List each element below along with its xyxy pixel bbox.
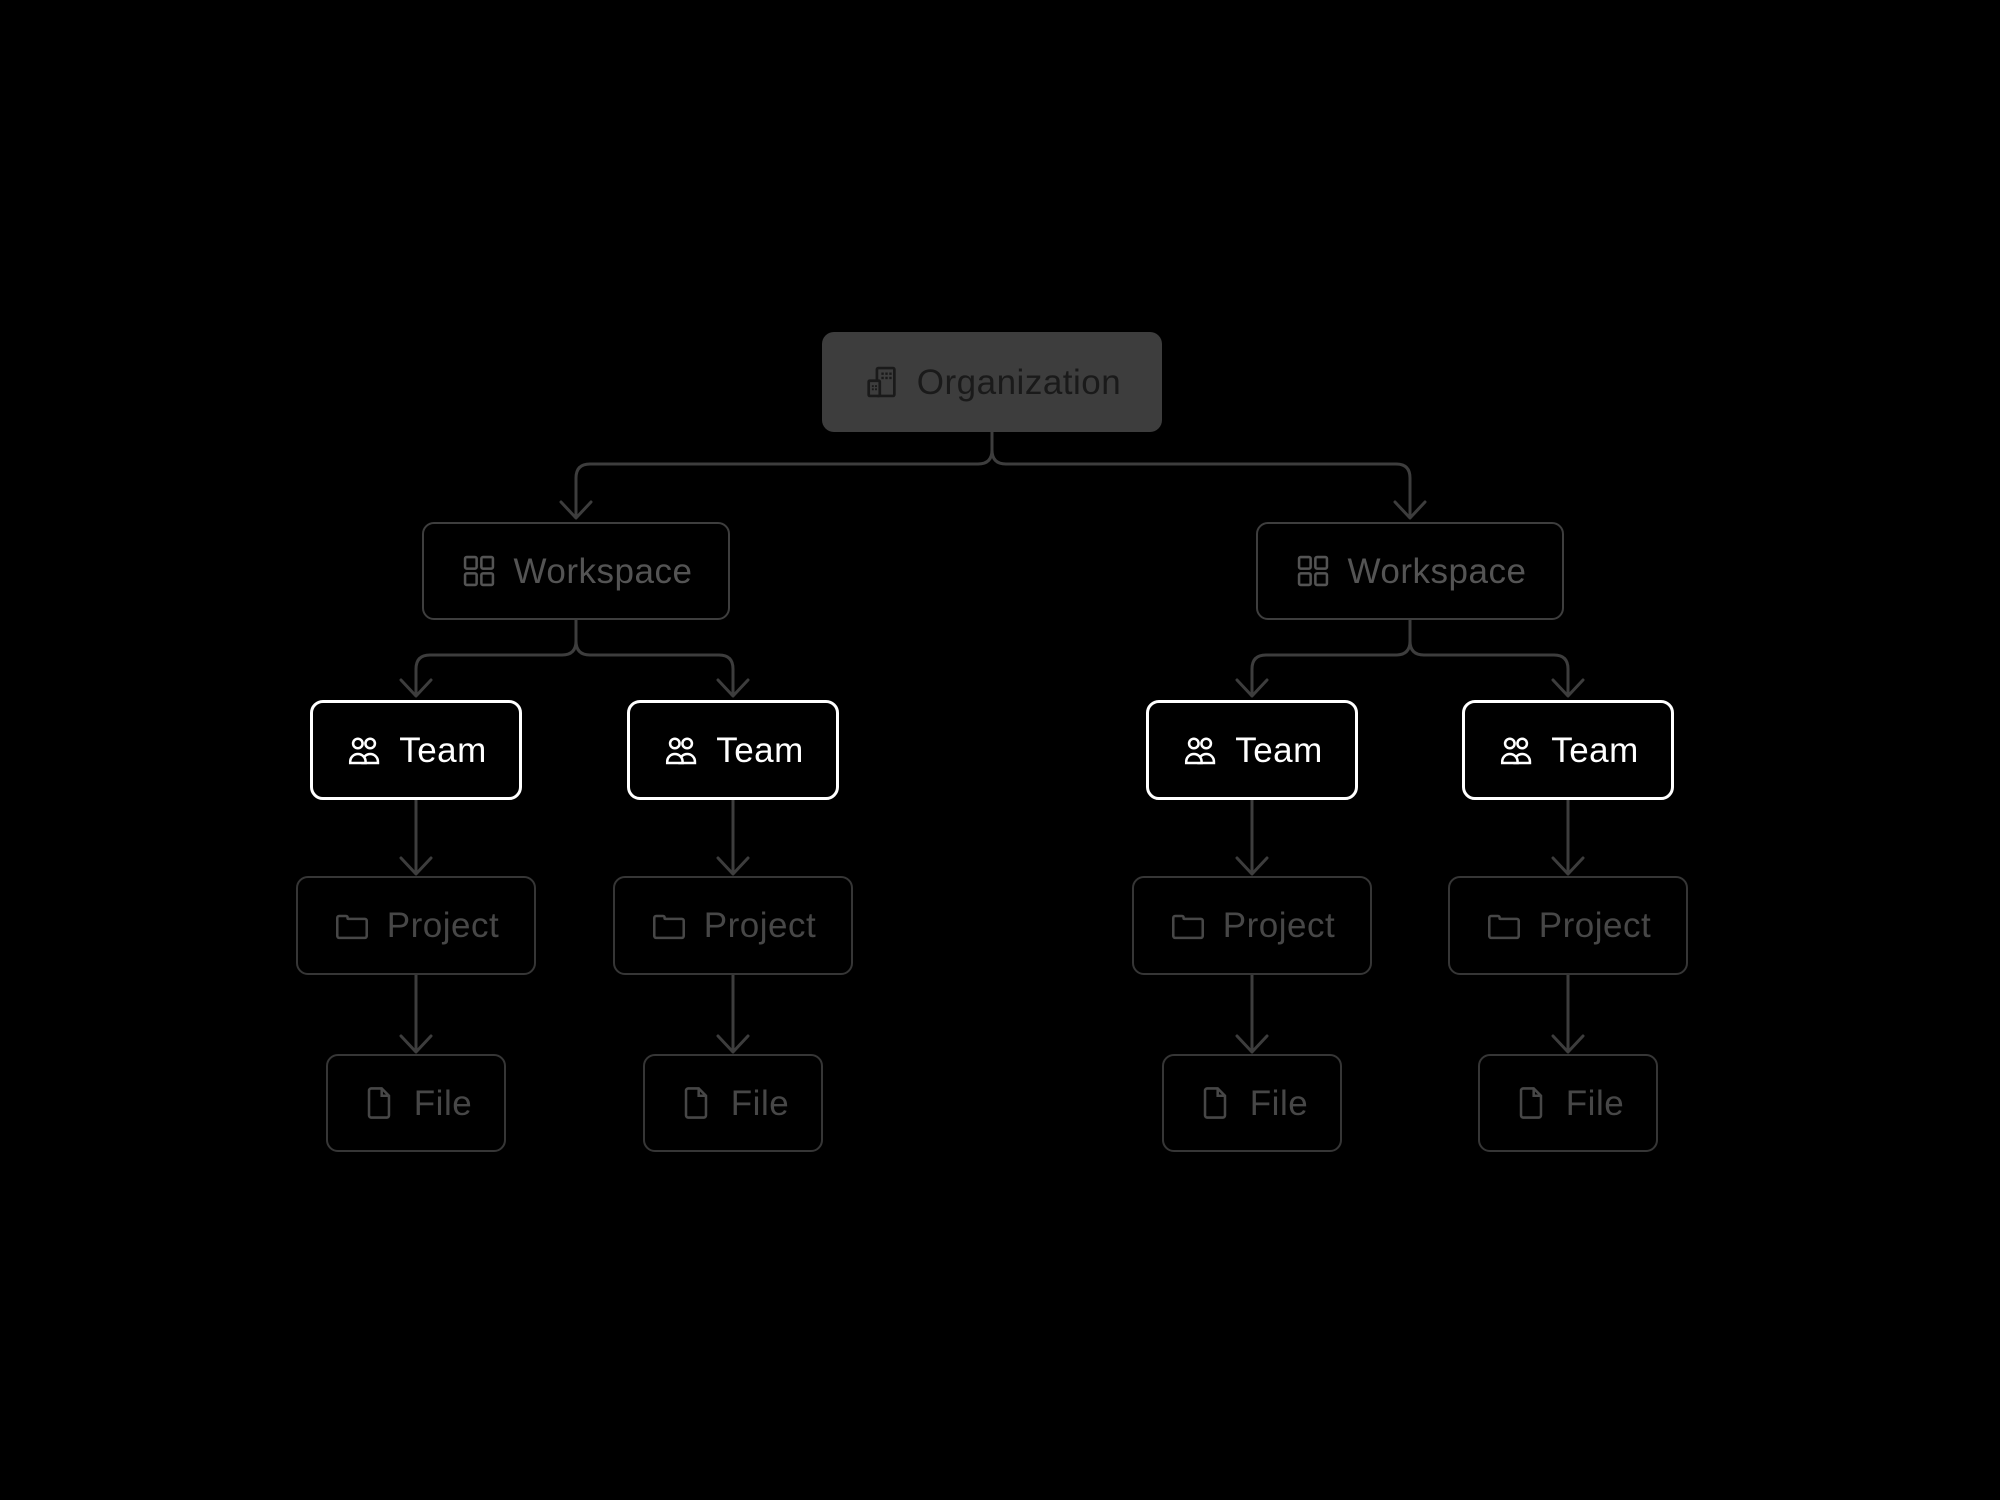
workspace-label: Workspace [1347,551,1527,591]
edge-team2-project-2 [716,798,750,876]
file-icon [1512,1084,1550,1122]
arrowhead-icon [1235,678,1269,698]
team-label: Team [1551,730,1639,770]
file-label: File [730,1083,790,1123]
project-node-1: Project [296,876,536,975]
edge-workspace1-team-2 [574,618,750,698]
grid-2x2-icon [460,552,498,590]
users-icon [345,731,383,769]
users-icon [1181,731,1219,769]
file-node-3: File [1162,1054,1342,1152]
team-label: Team [1235,730,1323,770]
edge-project4-file-4 [1551,973,1585,1054]
edge-team1-project-1 [399,798,433,876]
workspace-label: Workspace [513,551,693,591]
edge-project3-file-3 [1235,973,1269,1054]
file-node-1: File [326,1054,506,1152]
team-node-4: Team [1462,700,1674,800]
arrowhead-icon [716,1034,750,1054]
project-label: Project [703,906,817,945]
edge-workspace2-team-4 [1408,618,1585,698]
project-node-3: Project [1132,876,1372,975]
arrowhead-icon [399,678,433,698]
arrowhead-icon [716,678,750,698]
file-icon [1196,1084,1234,1122]
users-icon [1497,731,1535,769]
arrowhead-icon [1551,678,1585,698]
workspace-node-2: Workspace [1256,522,1564,620]
arrowhead-icon [1393,500,1427,520]
arrowhead-icon [716,856,750,876]
project-label: Project [386,906,500,945]
organization-node: Organization [822,332,1162,432]
team-node-2: Team [627,700,839,800]
team-label: Team [716,730,804,770]
file-label: File [1249,1083,1309,1123]
file-icon [677,1084,715,1122]
arrowhead-icon [1235,1034,1269,1054]
folder-icon [1169,907,1207,945]
file-label: File [1565,1083,1625,1123]
arrowhead-icon [399,1034,433,1054]
file-node-2: File [643,1054,823,1152]
team-label: Team [399,730,487,770]
arrowhead-icon [1551,1034,1585,1054]
edge-project1-file-1 [399,973,433,1054]
edge-team4-project-4 [1551,798,1585,876]
edge-organization-workspace-2 [990,430,1427,520]
arrowhead-icon [399,856,433,876]
folder-icon [650,907,688,945]
project-node-2: Project [613,876,853,975]
folder-icon [333,907,371,945]
team-node-1: Team [310,700,522,800]
file-icon [360,1084,398,1122]
users-icon [662,731,700,769]
edge-workspace1-team-1 [399,618,578,698]
project-node-4: Project [1448,876,1688,975]
workspace-node-1: Workspace [422,522,730,620]
file-node-4: File [1478,1054,1658,1152]
organization-label: Organization [916,362,1122,402]
arrowhead-icon [1235,856,1269,876]
project-label: Project [1222,906,1336,945]
grid-2x2-icon [1294,552,1332,590]
arrowhead-icon [1551,856,1585,876]
edge-project2-file-2 [716,973,750,1054]
folder-icon [1485,907,1523,945]
team-node-3: Team [1146,700,1358,800]
arrowhead-icon [559,500,593,520]
file-label: File [413,1083,473,1123]
buildings-icon [863,363,901,401]
edge-organization-workspace-1 [559,430,994,520]
edge-team3-project-3 [1235,798,1269,876]
project-label: Project [1538,906,1652,945]
edge-workspace2-team-3 [1235,618,1412,698]
